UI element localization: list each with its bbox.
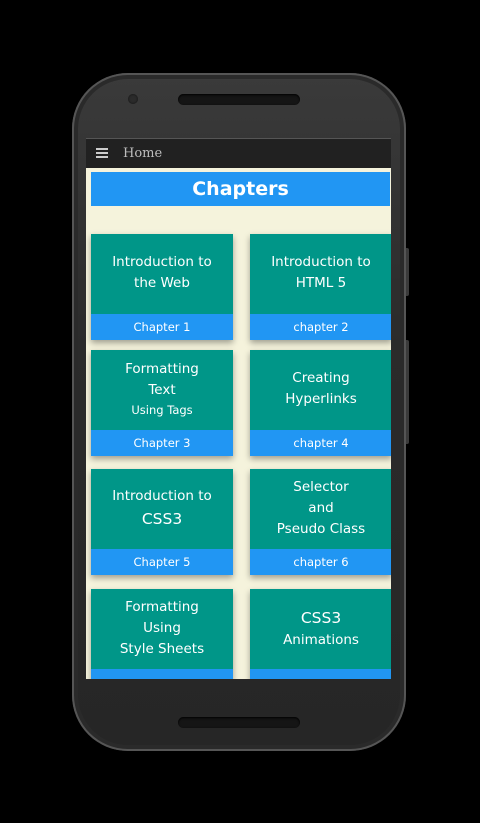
chapter-card-6[interactable]: Selector and Pseudo Class chapter 6 bbox=[250, 469, 391, 575]
chapter-card-5[interactable]: Introduction to CSS3 Chapter 5 bbox=[91, 469, 233, 575]
chapter-card-7[interactable]: Formatting Using Style Sheets bbox=[91, 589, 233, 679]
chapter-title-line: Using Tags bbox=[131, 403, 193, 417]
chapter-title-line: CSS3 bbox=[300, 608, 342, 627]
chapter-title: Introduction to HTML 5 bbox=[250, 234, 391, 312]
front-camera bbox=[128, 94, 138, 104]
chapter-title-line: Introduction to bbox=[271, 254, 371, 270]
bottom-speaker bbox=[178, 717, 300, 728]
chapter-title: Creating Hyperlinks bbox=[250, 350, 391, 428]
chapter-label: Chapter 1 bbox=[91, 314, 233, 340]
top-speaker bbox=[178, 94, 300, 105]
chapter-title-line: Text bbox=[148, 382, 176, 398]
chapters-content: Chapters Introduction to the Web Chapter… bbox=[86, 168, 391, 679]
chapter-label: chapter 2 bbox=[250, 314, 391, 340]
power-button bbox=[404, 340, 409, 444]
page-title: Chapters bbox=[91, 172, 390, 206]
chapter-title-line: Using bbox=[143, 619, 181, 636]
chapter-title-line: Formatting bbox=[125, 598, 199, 615]
chapter-title-line: Hyperlinks bbox=[285, 391, 357, 407]
chapter-title-line: Introduction to bbox=[112, 487, 212, 504]
chapter-title: Formatting Text Using Tags bbox=[91, 350, 233, 428]
chapter-card-1[interactable]: Introduction to the Web Chapter 1 bbox=[91, 234, 233, 340]
chapter-label: Chapter 3 bbox=[91, 430, 233, 456]
chapter-label: chapter 6 bbox=[250, 549, 391, 575]
chapter-title: Selector and Pseudo Class bbox=[250, 469, 391, 547]
chapter-card-3[interactable]: Formatting Text Using Tags Chapter 3 bbox=[91, 350, 233, 456]
chapter-title-line: Selector bbox=[293, 478, 349, 495]
chapter-card-2[interactable]: Introduction to HTML 5 chapter 2 bbox=[250, 234, 391, 340]
app-bar: Home bbox=[86, 138, 391, 168]
chapter-title-line: Creating bbox=[292, 370, 350, 386]
chapter-title-line: HTML 5 bbox=[295, 275, 347, 291]
chapter-title: Introduction to the Web bbox=[91, 234, 233, 312]
chapter-title-line: Pseudo Class bbox=[276, 520, 366, 537]
chapter-title-line: CSS3 bbox=[141, 509, 183, 528]
chapter-title-line: Introduction to bbox=[112, 254, 212, 270]
chapter-title-line: Style Sheets bbox=[119, 640, 205, 657]
chapter-title-line: Animations bbox=[283, 631, 359, 648]
chapter-label: chapter 4 bbox=[250, 430, 391, 456]
hamburger-menu-icon[interactable] bbox=[96, 148, 108, 158]
device-screen: Home Chapters Introduction to the Web Ch… bbox=[86, 138, 391, 679]
app-bar-title: Home bbox=[123, 146, 163, 161]
chapter-title: Formatting Using Style Sheets bbox=[91, 589, 233, 667]
volume-button bbox=[404, 248, 409, 296]
chapter-card-4[interactable]: Creating Hyperlinks chapter 4 bbox=[250, 350, 391, 456]
chapter-title: CSS3 Animations bbox=[250, 589, 391, 667]
chapter-title-line: Formatting bbox=[125, 361, 199, 377]
chapter-title: Introduction to CSS3 bbox=[91, 469, 233, 547]
chapter-label: Chapter 5 bbox=[91, 549, 233, 575]
chapter-card-8[interactable]: CSS3 Animations bbox=[250, 589, 391, 679]
chapter-label bbox=[91, 669, 233, 679]
chapter-label bbox=[250, 669, 391, 679]
chapter-title-line: and bbox=[308, 499, 334, 516]
chapter-title-line: the Web bbox=[134, 275, 190, 291]
